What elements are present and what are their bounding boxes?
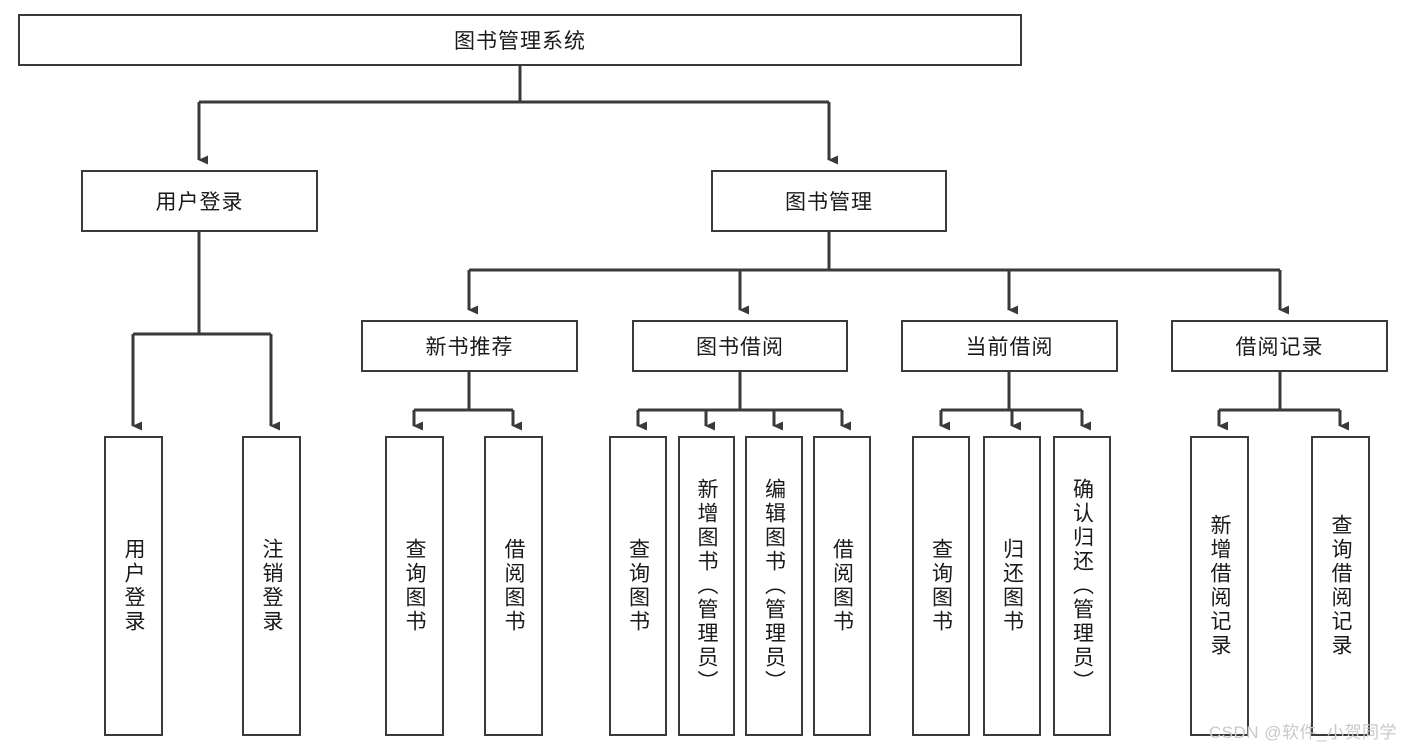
leaf-node[interactable]: 查询借阅记录 bbox=[1311, 436, 1370, 736]
node-root-system[interactable]: 图书管理系统 bbox=[18, 14, 1022, 66]
node-new-book-recommend-label: 新书推荐 bbox=[425, 336, 514, 359]
leaf-node-label: 查询借阅记录 bbox=[1329, 514, 1352, 658]
leaf-node-label: 借阅图书 bbox=[502, 538, 525, 634]
leaf-node-label: 归还图书 bbox=[1000, 538, 1024, 634]
leaf-node-label: 新增借阅记录 bbox=[1208, 514, 1231, 658]
leaf-node-label: 编辑图书（管理员） bbox=[762, 478, 786, 694]
leaf-node-label: 确认归还（管理员） bbox=[1070, 478, 1094, 694]
node-borrow-record-label: 借阅记录 bbox=[1235, 336, 1324, 359]
node-book-management[interactable]: 图书管理 bbox=[711, 170, 947, 232]
leaf-node-label: 查询图书 bbox=[626, 538, 650, 634]
node-current-borrow[interactable]: 当前借阅 bbox=[901, 320, 1118, 372]
leaf-node-label: 注销登录 bbox=[260, 538, 283, 634]
node-borrow-record[interactable]: 借阅记录 bbox=[1171, 320, 1388, 372]
node-book-management-label: 图书管理 bbox=[785, 191, 873, 214]
leaf-node[interactable]: 确认归还（管理员） bbox=[1053, 436, 1111, 736]
leaf-node[interactable]: 新增借阅记录 bbox=[1190, 436, 1249, 736]
leaf-node[interactable]: 注销登录 bbox=[242, 436, 301, 736]
leaf-node-label: 查询图书 bbox=[929, 538, 953, 634]
node-user-login[interactable]: 用户登录 bbox=[81, 170, 318, 232]
leaf-node-label: 借阅图书 bbox=[830, 538, 854, 634]
node-book-borrow-label: 图书借阅 bbox=[696, 336, 784, 359]
edge-new-book-recommend-to-leaves bbox=[412, 372, 522, 431]
leaf-node[interactable]: 归还图书 bbox=[983, 436, 1041, 736]
node-book-borrow[interactable]: 图书借阅 bbox=[632, 320, 848, 372]
leaf-node[interactable]: 用户登录 bbox=[104, 436, 163, 736]
leaf-node[interactable]: 查询图书 bbox=[609, 436, 667, 736]
leaf-node[interactable]: 查询图书 bbox=[385, 436, 444, 736]
edge-user-login-to-leaves bbox=[131, 232, 280, 431]
leaf-node[interactable]: 借阅图书 bbox=[813, 436, 871, 736]
node-root-system-label: 图书管理系统 bbox=[454, 30, 586, 53]
edge-book-borrow-to-leaves bbox=[636, 372, 851, 431]
node-current-borrow-label: 当前借阅 bbox=[965, 336, 1054, 359]
edge-borrow-record-to-leaves bbox=[1217, 372, 1349, 431]
leaf-node[interactable]: 借阅图书 bbox=[484, 436, 543, 736]
leaf-node-label: 新增图书（管理员） bbox=[695, 478, 718, 694]
leaf-node[interactable]: 查询图书 bbox=[912, 436, 970, 736]
edge-root-to-level2 bbox=[197, 66, 838, 165]
leaf-node[interactable]: 新增图书（管理员） bbox=[678, 436, 735, 736]
node-new-book-recommend[interactable]: 新书推荐 bbox=[361, 320, 578, 372]
leaf-node-label: 用户登录 bbox=[122, 538, 145, 634]
leaf-node[interactable]: 编辑图书（管理员） bbox=[745, 436, 803, 736]
edge-current-borrow-to-leaves bbox=[939, 372, 1091, 431]
edge-book-management-to-level3 bbox=[467, 232, 1289, 315]
leaf-node-label: 查询图书 bbox=[403, 538, 426, 634]
node-user-login-label: 用户登录 bbox=[155, 191, 244, 214]
csdn-watermark: CSDN @软件_小贺同学 bbox=[1208, 723, 1397, 742]
